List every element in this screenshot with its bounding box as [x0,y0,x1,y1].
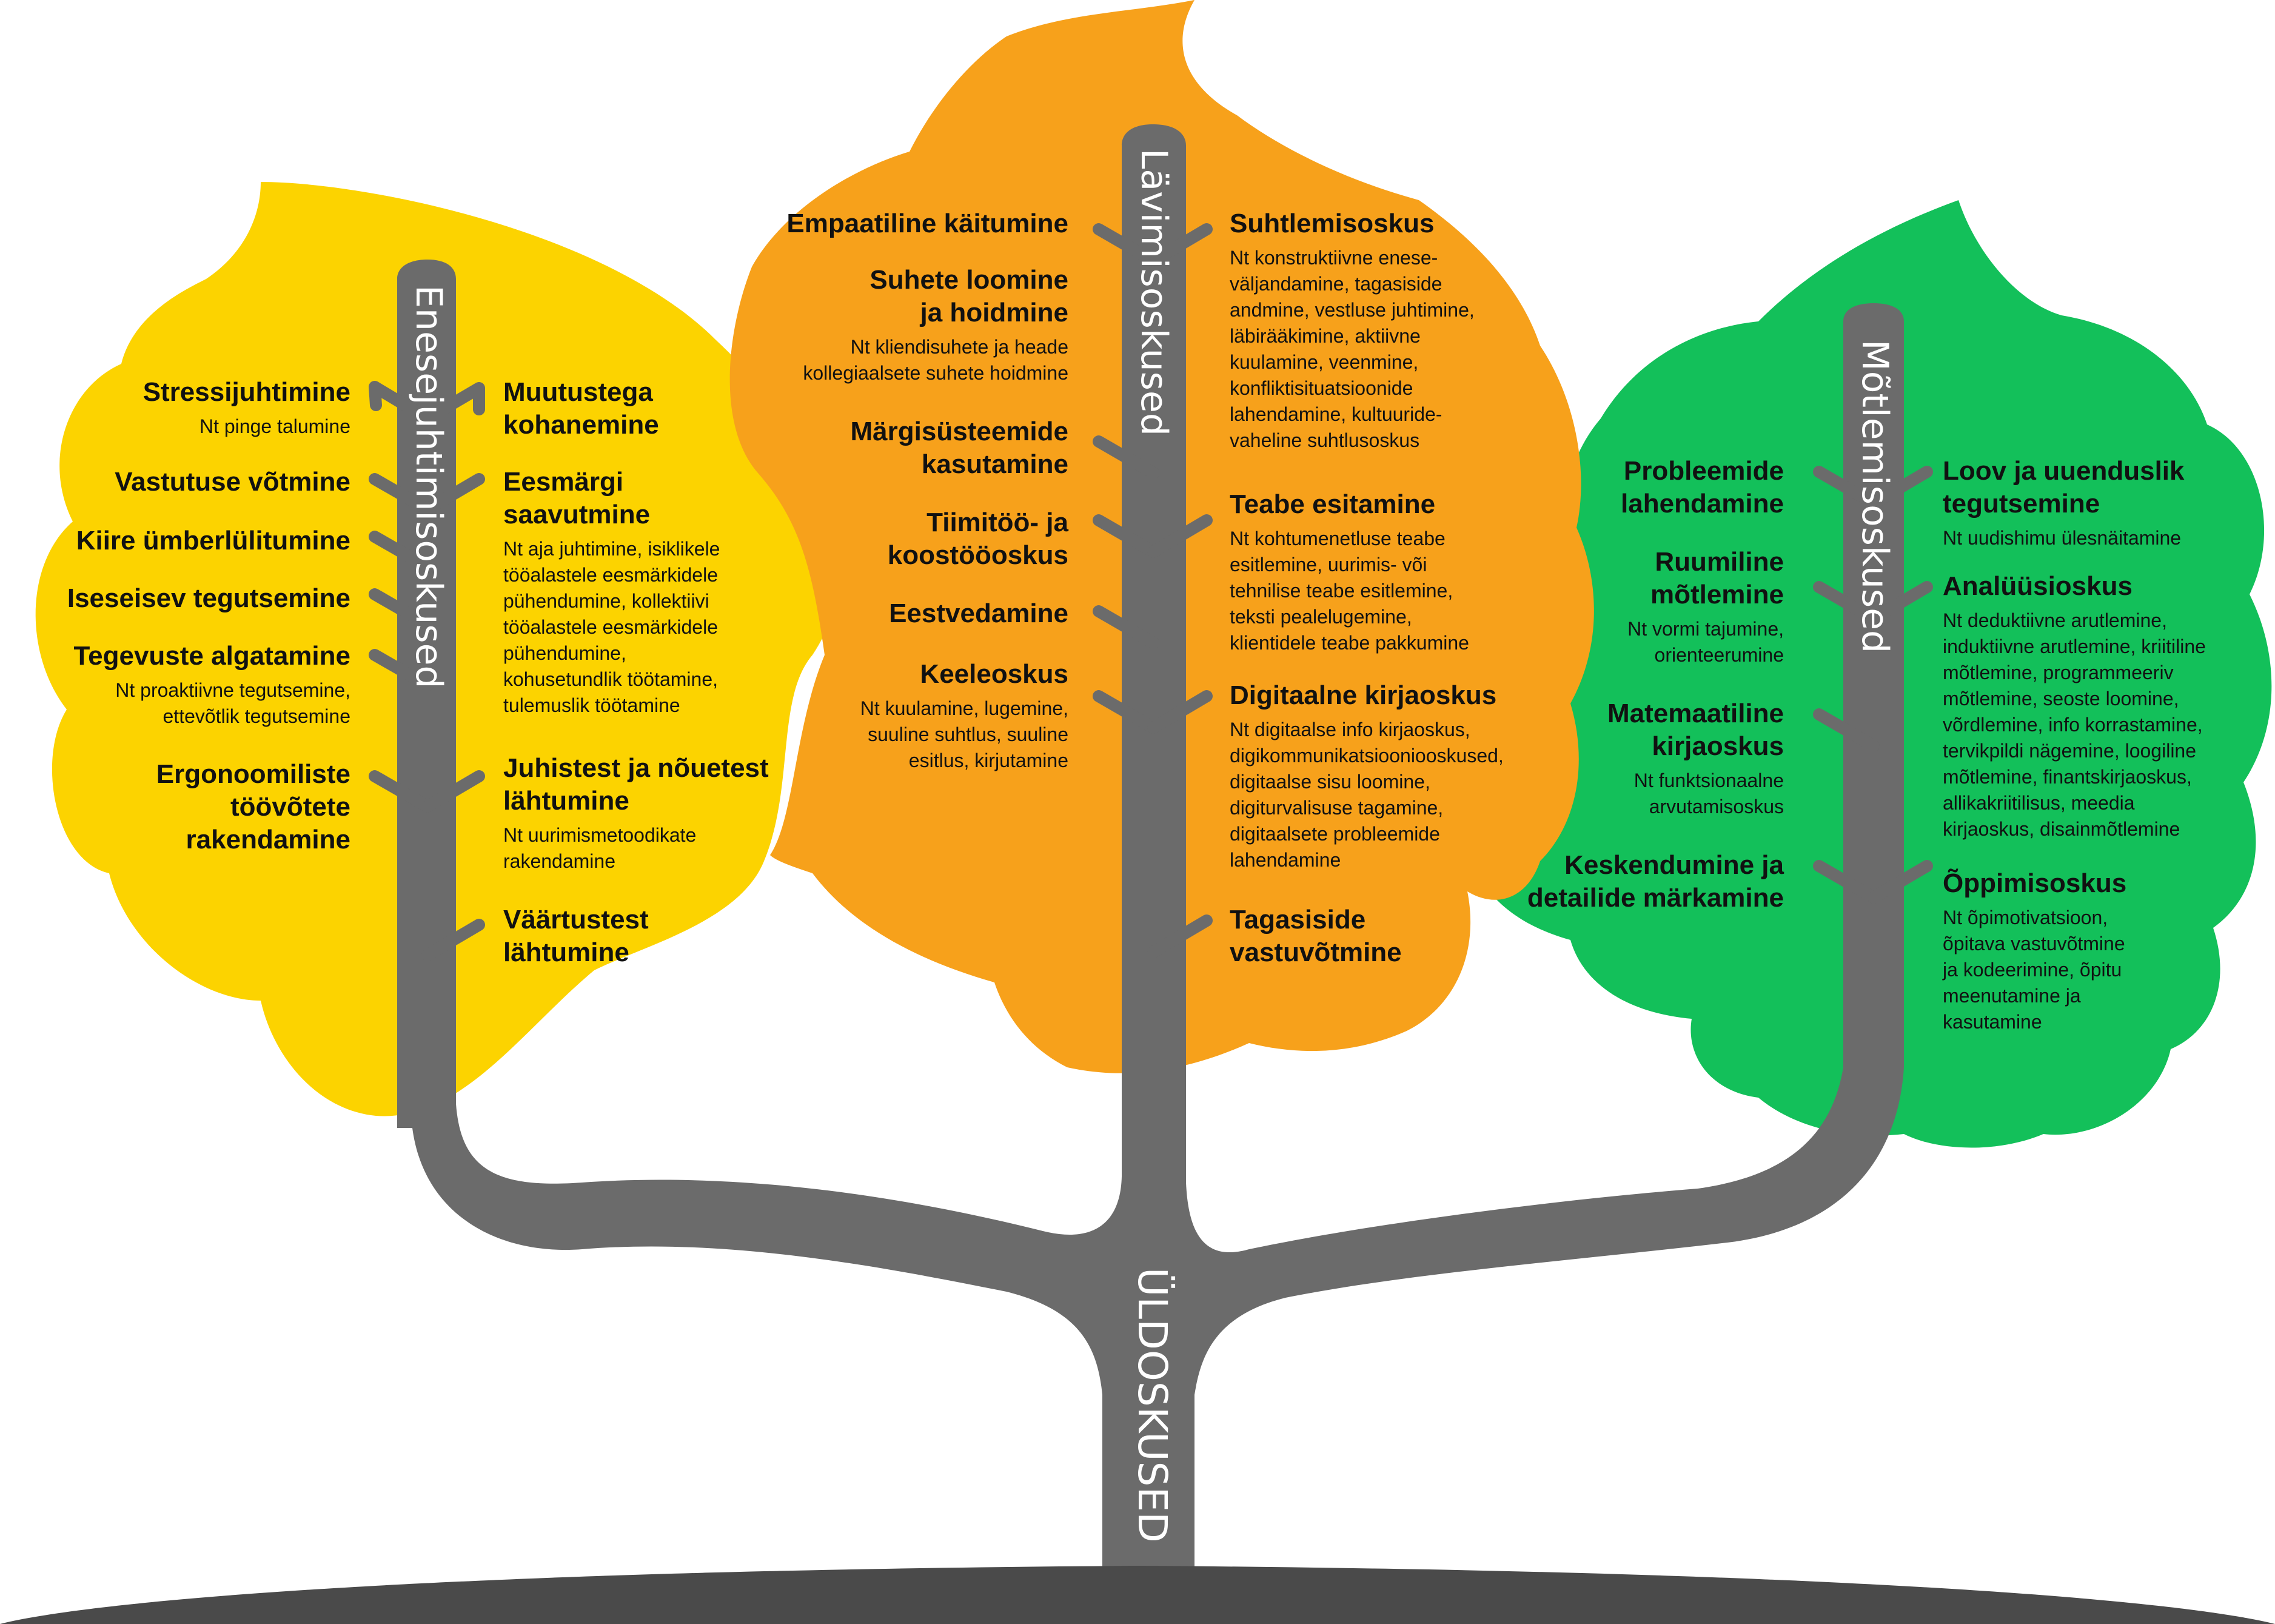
skill-title: Loov ja uuenduslik tegutsemine [1943,456,2185,518]
skill-left-right-0: Muutustega kohanemine [503,376,819,441]
skill-title: Probleemide lahendamine [1621,456,1784,518]
skill-title: Eesmärgi saavutmine [503,467,651,529]
skill-description: Nt deduktiivne arutlemine, induktiivne a… [1943,609,2206,840]
skill-title: Digitaalne kirjaoskus [1230,680,1497,710]
skill-title: Muutustega kohanemine [503,377,659,440]
skill-description: Nt kuulamine, lugemine, suuline suhtlus,… [860,697,1068,771]
skill-title: Empaatiline käitumine [786,209,1068,238]
skill-left-right-1: Eesmärgi saavutmine Nt aja juhtimine, isi… [503,466,819,719]
twigs-right-branch [1813,466,1933,904]
skill-title: Väärtustest lähtumine [503,905,649,967]
skill-center-left-5: Keeleoskus Nt kuulamine, lugemine, suulin… [729,658,1068,774]
skill-right-right-1: Analüüsioskus Nt deduktiivne arutlemine, … [1943,570,2258,842]
skill-title: Iseseisev tegutsemine [67,583,350,613]
skill-center-left-3: Tiimitöö- ja koostööoskus [729,506,1068,572]
skill-title: Suhete loomine ja hoidmine [869,265,1068,327]
skill-title: Teabe esitamine [1230,489,1436,519]
skill-description: Nt pinge talumine [199,415,350,437]
skill-left-left-3: Iseseisev tegutsemine [11,582,350,615]
skill-left-left-4: Tegevuste algatamine Nt proaktiivne tegut… [11,640,350,730]
skill-left-left-5: Ergonoomiliste töövõtete rakendamine [11,758,350,856]
ground [0,1566,2275,1624]
skill-description: Nt proaktiivne tegutsemine, ettevõtlik t… [115,679,350,727]
skill-title: Tagasiside vastuvõtmine [1230,905,1402,967]
skill-description: Nt aja juhtimine, isiklikele tööalastele… [503,538,720,716]
trunk [397,124,1904,1571]
skill-description: Nt digitaalse info kirjaoskus, digikommu… [1230,719,1504,871]
skill-title: Suhtlemisoskus [1230,209,1435,238]
twigs-left-branch [369,381,485,961]
skill-title: Analüüsioskus [1943,571,2133,601]
skill-description: Nt uudishimu ülesnäitamine [1943,527,2182,549]
skill-center-left-1: Suhete loomine ja hoidmine Nt kliendisuhe… [729,264,1068,386]
skill-title: Eestvedamine [889,599,1068,628]
skill-description: Nt kohtumenetluse teabe esitlemine, uuri… [1230,528,1469,654]
branch-label-center: Lävimisoskused [1133,149,1175,436]
skill-center-right-0: Suhtlemisoskus Nt konstruktiivne enese- v… [1230,207,1569,454]
branch-label-left: Enesejuhtimisoskused [407,285,450,689]
skill-center-right-2: Digitaalne kirjaoskus Nt digitaalse info … [1230,679,1569,873]
skill-title: Õppimisoskus [1943,868,2127,898]
skill-right-left-1: Ruumiline mõtlemine Nt vormi tajumine, or… [1469,546,1784,668]
skill-center-left-0: Empaatiline käitumine [729,207,1068,240]
skill-title: Tiimitöö- ja koostööoskus [887,508,1068,570]
skill-left-left-1: Vastutuse võtmine [11,466,350,498]
skill-right-right-2: Õppimisoskus Nt õpimotivatsioon, õpitava … [1943,867,2258,1035]
skill-title: Vastutuse võtmine [115,467,350,497]
skill-left-right-2: Juhistest ja nõuetest lähtumine Nt uurimi… [503,752,819,874]
skill-description: Nt õpimotivatsioon, õpitava vastuvõtmine… [1943,907,2125,1033]
skill-left-left-0: Stressijuhtimine Nt pinge talumine [11,376,350,440]
skill-title: Keeleoskus [920,659,1068,689]
skill-center-left-4: Eestvedamine [729,597,1068,630]
skill-title: Juhistest ja nõuetest lähtumine [503,753,769,816]
skill-title: Märgisüsteemide kasutamine [850,417,1068,479]
twigs-center-branch [1093,223,1213,958]
skill-description: Nt funktsionaalne arvutamisoskus [1633,770,1784,817]
skill-description: Nt vormi tajumine, orienteerumine [1627,618,1784,666]
skill-center-right-3: Tagasiside vastuvõtmine [1230,904,1569,969]
trunk-label: ÜLDOSKUSED [1129,1267,1176,1543]
skill-right-left-2: Matemaatiline kirjaoskus Nt funktsionaaln… [1469,697,1784,820]
skill-center-right-1: Teabe esitamine Nt kohtumenetluse teabe e… [1230,488,1569,656]
skill-title: Keskendumine ja detailide märkamine [1527,850,1784,913]
skill-description: Nt kliendisuhete ja heade kollegiaalsete… [803,336,1068,384]
skill-right-left-3: Keskendumine ja detailide märkamine [1469,849,1784,914]
skill-right-right-0: Loov ja uuenduslik tegutsemine Nt uudishi… [1943,455,2258,551]
skill-center-left-2: Märgisüsteemide kasutamine [729,415,1068,481]
skill-title: Matemaatiline kirjaoskus [1607,699,1784,761]
skill-left-right-3: Väärtustest lähtumine [503,904,819,969]
skill-title: Kiire ümberlülitumine [76,526,350,555]
skill-description: Nt konstruktiivne enese- väljandamine, t… [1230,247,1475,451]
skill-right-left-0: Probleemide lahendamine [1469,455,1784,520]
skill-title: Ergonoomiliste töövõtete rakendamine [156,759,350,854]
skill-title: Tegevuste algatamine [73,641,350,671]
skill-title: Ruumiline mõtlemine [1650,547,1784,609]
skill-description: Nt uurimismetoodikate rakendamine [503,824,697,872]
skill-left-left-2: Kiire ümberlülitumine [11,525,350,557]
skill-title: Stressijuhtimine [142,377,350,407]
branch-label-right: Mõtlemisoskused [1854,340,1896,654]
